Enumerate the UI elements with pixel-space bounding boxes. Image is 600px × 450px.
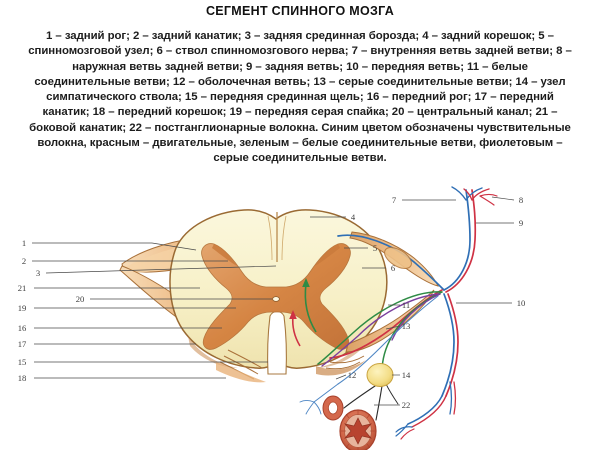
figure-label-7: 7 [392,195,397,205]
posterior-branch-fork-outer [479,193,498,206]
figure-label-16: 16 [18,323,27,333]
lateral-funiculus-shade-right [316,336,366,368]
anterior-median-fissure [267,310,287,375]
anterior-branch-red [445,293,459,397]
meningeal-branch-blue-tail [313,383,339,403]
figure-label-10: 10 [517,298,526,308]
figure-label-21: 21 [18,283,27,293]
leader-13 [385,325,401,330]
figure-label-9: 9 [519,218,523,228]
sensory-fiber-blue-dorsal [337,234,445,291]
anterior-branch-red-lower [411,395,447,428]
figure-label-17: 17 [18,339,27,349]
gray-communicating-branch-violet [391,293,441,341]
anterior-root-filament-fill-right [316,360,366,376]
figure-label-11: 11 [402,300,410,310]
figure-label-8: 8 [519,195,523,205]
large-vessel-lumen-star [344,417,372,445]
left-label-group: 1 2 3 21 19 20 16 17 15 18 [18,238,277,383]
anterior-branch-tail-blue [449,381,453,415]
anterior-branch-tail-red [453,381,457,415]
figure-label-13: 13 [402,321,411,331]
leader-12 [335,374,347,380]
figure-label-2: 2 [22,256,26,266]
figure-label-12: 12 [348,370,357,380]
leader-8 [491,196,515,201]
anterior-branch-fork [395,423,413,437]
lateral-funiculus-shade-left [188,336,238,368]
nerve-fiber-tracts [299,186,498,440]
posterior-sulcus-shade [267,215,273,261]
anterior-root-filaments-right [325,355,365,370]
blood-vessel-sections [322,395,377,450]
leader-3 [45,265,277,274]
red-ascending-arrow [289,310,301,347]
anterior-branch-blue-lower [407,395,443,425]
green-ascending-arrow [302,278,317,333]
right-label-group: 4 5 6 7 8 9 10 11 13 14 [310,195,525,410]
figure-label-4: 4 [351,212,356,222]
meningeal-branch-fork [299,400,322,415]
white-communicating-branch-green-cord [317,291,443,365]
figure-label-14: 14 [402,370,411,380]
postganglionic-fiber-b [375,385,383,421]
postganglionic-fiber-c [385,383,399,405]
cord-cross-section [119,209,439,383]
motor-fiber-red-posterior-branch [445,189,477,293]
posterior-horn-left [212,244,237,266]
posterior-branch-fork-blue [451,186,483,201]
small-vessel-lumen [327,401,338,415]
posterior-branch-fork-red [463,188,490,201]
figure-label-5: 5 [373,243,377,253]
figure-label-20: 20 [76,294,85,304]
page-title: СЕГМЕНТ СПИННОГО МОЗГА [205,4,395,18]
figure-label-22: 22 [402,400,411,410]
sensory-fiber-blue-posterior-branch [443,189,471,291]
spinal-ganglion [384,247,412,269]
legend-caption: 1 – задний рог; 2 – задний канатик; 3 – … [28,30,572,165]
figure-label-1: 1 [22,238,26,248]
gray-communicating-branch-violet-cord [321,293,441,367]
leader-1b [151,242,197,251]
figure-label-19: 19 [18,303,27,313]
anterior-branch-blue [441,293,455,397]
sympathetic-trunk-ganglion [366,363,394,387]
meningeal-branch-blue [337,295,439,385]
postganglionic-fiber-a [343,383,379,409]
figure-label-6: 6 [391,263,396,273]
figure-label-18: 18 [18,373,27,383]
spinal-cord-segment-diagram: 1 2 3 21 19 20 16 17 15 18 [0,186,600,450]
posterior-horn-right [315,244,340,266]
anterior-root-sheath-right [345,289,435,353]
anterior-branch-fork-red [400,428,415,440]
anterior-root-filament-fill-left [216,362,266,383]
central-canal [272,296,280,302]
posterior-sulcus-shade-2 [281,215,287,261]
figure-label-15: 15 [18,357,27,367]
figure-label-3: 3 [36,268,40,278]
